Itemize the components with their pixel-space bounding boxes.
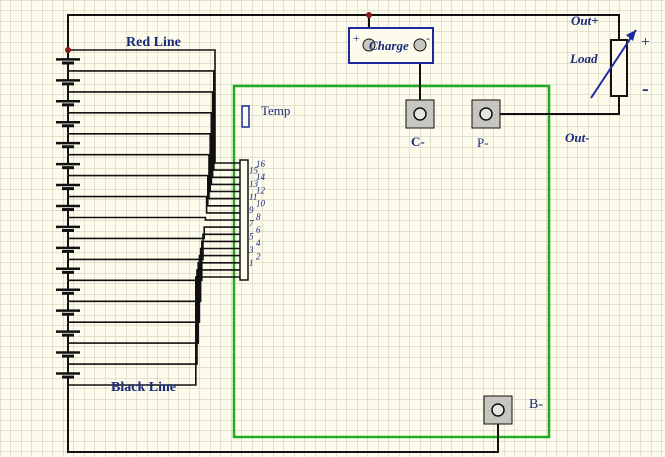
load-minus-label: - [642, 78, 649, 100]
connector-pin-label: 2 [256, 251, 261, 261]
connector-pin-label: 4 [256, 238, 261, 248]
balance-wire [68, 70, 240, 171]
c-minus-terminal [413, 107, 427, 121]
temp-label: Temp [261, 103, 290, 118]
balance-wire [68, 112, 240, 186]
red-line-label: Red Line [126, 35, 181, 50]
balance-wire [68, 91, 240, 179]
charger-minus-terminal [413, 38, 427, 52]
connector-pin-label: 13 [249, 179, 259, 189]
load-arrow-head [626, 30, 636, 41]
top-positive-wire [67, 14, 620, 50]
balance-wire [68, 240, 240, 282]
charger-plus-terminal [362, 38, 376, 52]
battery-cell-stack [56, 50, 80, 385]
bottom-negative-wire [67, 385, 499, 453]
balance-wire [68, 174, 240, 207]
connector-pin-label: 16 [256, 159, 266, 169]
connector-pin-label: 5 [249, 232, 254, 242]
b-minus-terminal [491, 403, 505, 417]
out-plus-label: Out+ [571, 13, 599, 28]
connector-pin-label: 6 [256, 225, 261, 235]
balance-wire [68, 247, 240, 303]
temp-sensor [241, 105, 250, 128]
connector-pin-label: 7 [249, 218, 254, 228]
connector-pin-label: 15 [249, 166, 259, 176]
balance-wire [68, 233, 240, 261]
balance-wire [68, 216, 240, 221]
c-minus-label: C- [411, 134, 425, 149]
p-minus-label: P- [477, 135, 489, 150]
charge-junction [366, 12, 372, 18]
connector-pin-label: 3 [248, 245, 254, 255]
black-line-label: Black Line [111, 380, 176, 395]
connector-pin-label: 12 [256, 185, 266, 195]
p-minus-terminal [479, 107, 493, 121]
connector-pin-label: 11 [249, 192, 257, 202]
out-minus-label: Out- [565, 130, 590, 145]
charger-plus-label: + [353, 31, 360, 45]
connector-pin-label: 10 [256, 199, 266, 209]
bms-board-outline [232, 84, 551, 439]
balance-wire [68, 133, 240, 193]
load-plus-label: + [641, 34, 650, 51]
balance-wire [68, 49, 240, 164]
balance-connector [239, 159, 249, 281]
balance-wire [68, 195, 240, 214]
positive-junction [65, 47, 71, 53]
balance-wire [68, 153, 240, 200]
connector-pin-label: 1 [249, 258, 254, 268]
balance-wire [68, 276, 240, 386]
balance-wire [68, 269, 240, 365]
connector-pin-label: 9 [249, 205, 254, 215]
b-minus-label: B- [529, 397, 543, 412]
load-label: Load [569, 51, 598, 66]
balance-wire [68, 254, 240, 323]
connector-pin-label: 14 [256, 172, 266, 182]
charger-label: Charge [369, 38, 409, 53]
balance-wire-bundle [68, 49, 240, 386]
charger-minus-label: - [426, 31, 430, 45]
balance-wire [68, 226, 240, 240]
connector-pin-label: 8 [256, 212, 261, 222]
balance-wire [68, 262, 240, 344]
load-arrow-line [590, 29, 637, 99]
